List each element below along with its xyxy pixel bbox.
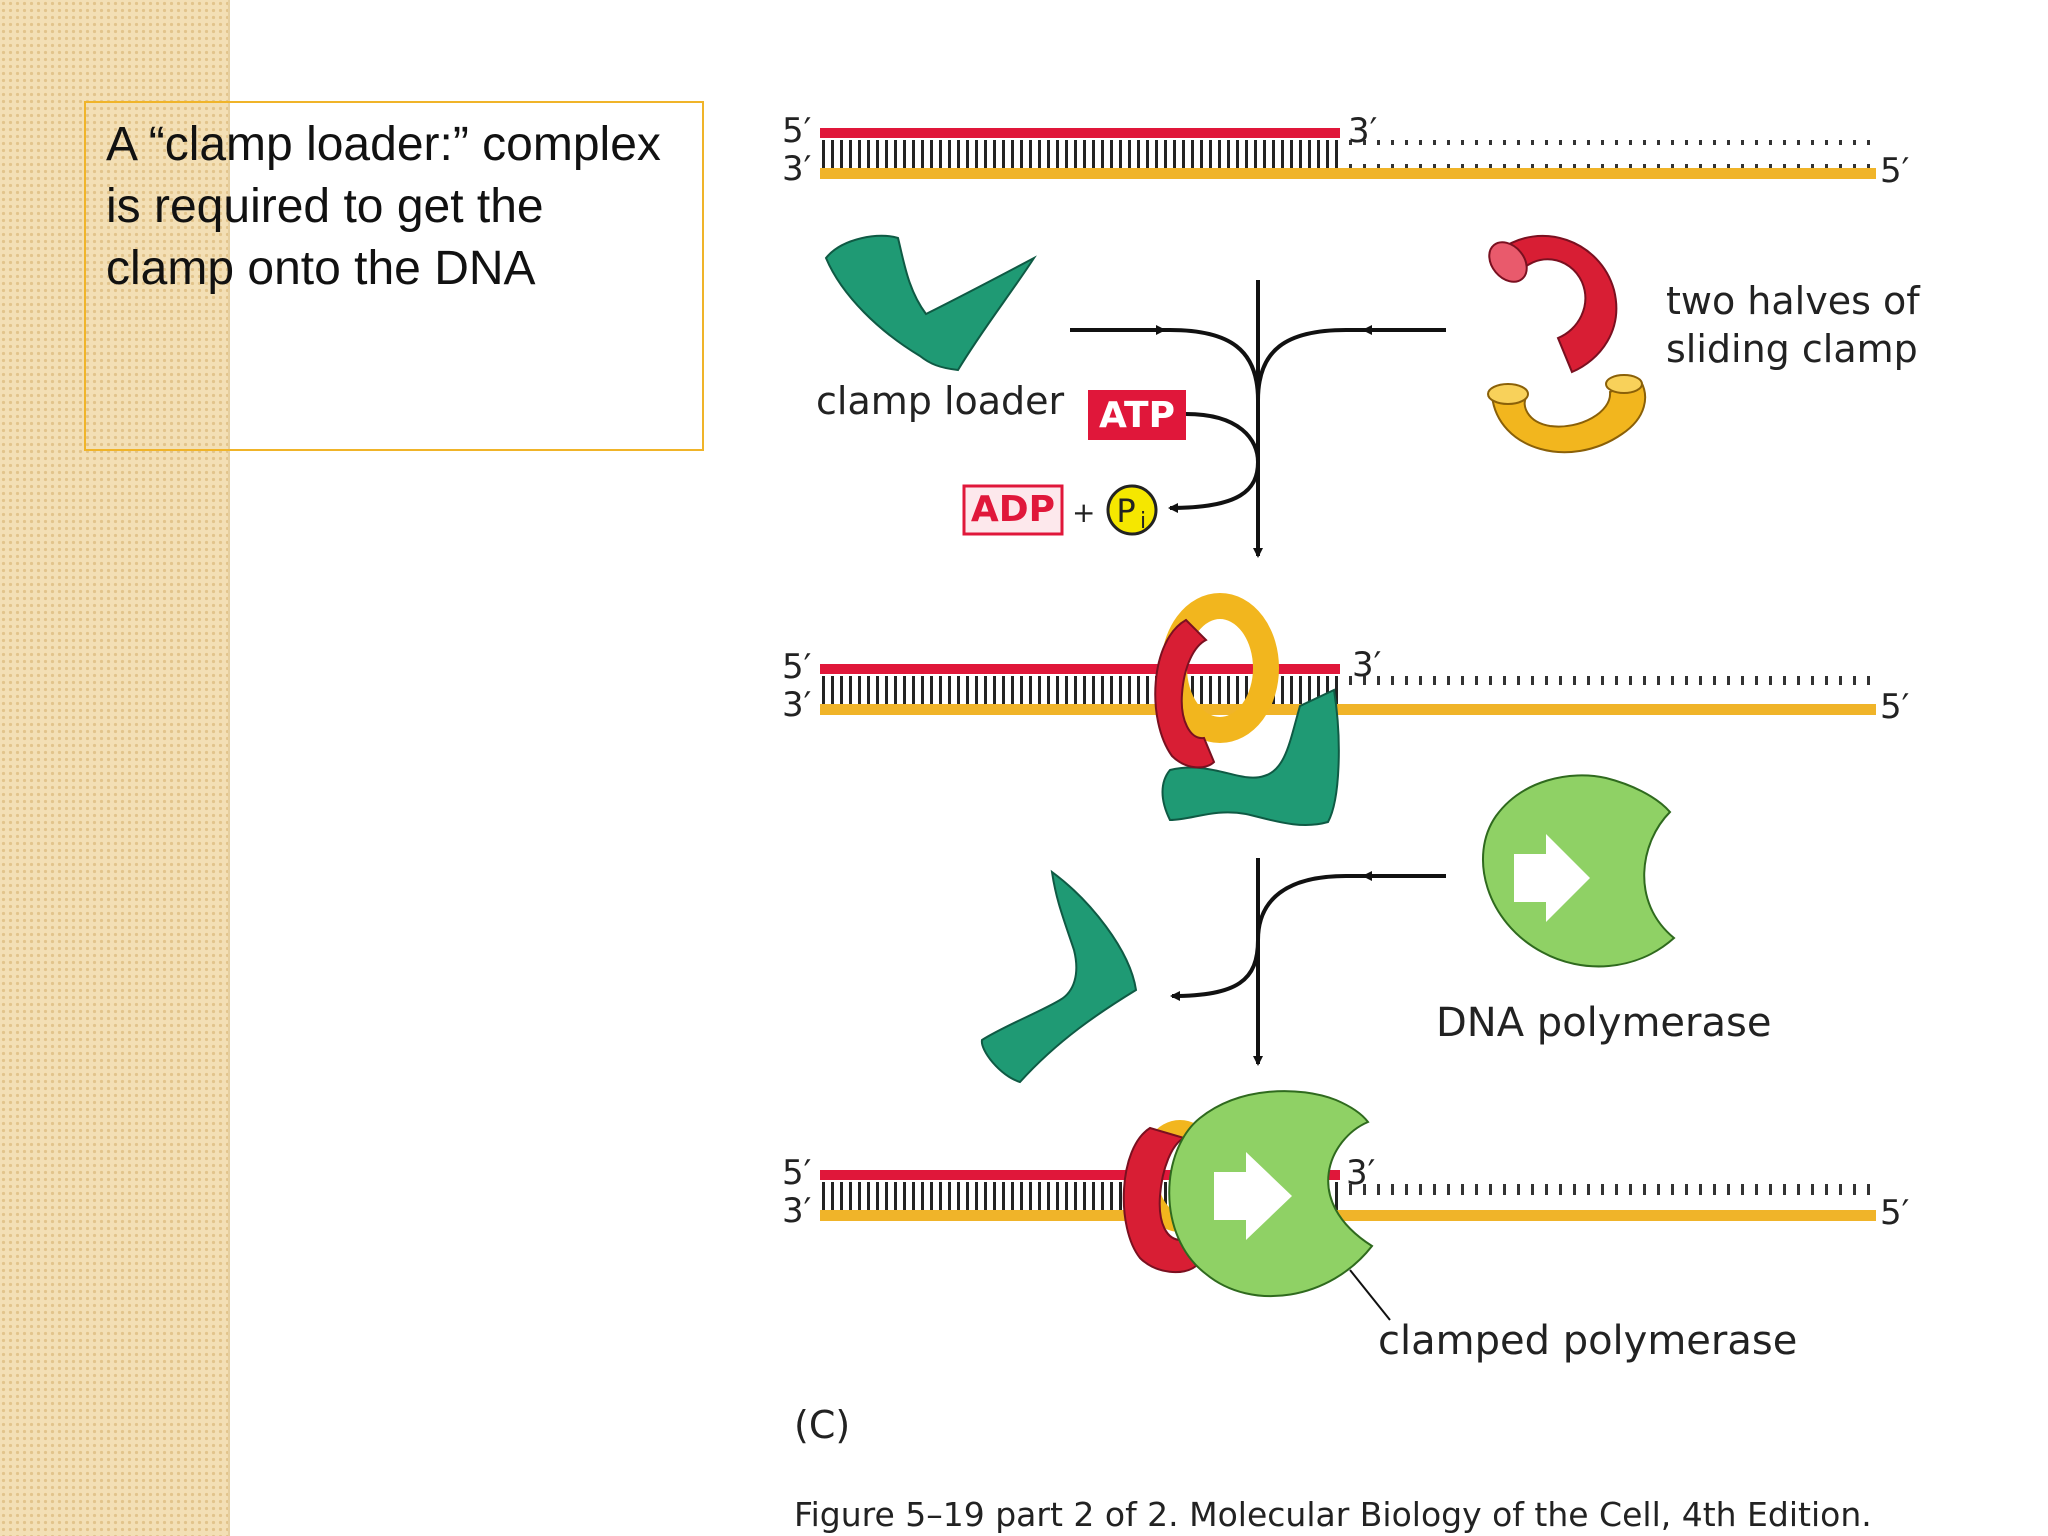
sliding-clamp-halves-icon: [1487, 234, 1647, 454]
callout-text: A “clamp loader:” complex is required to…: [106, 118, 661, 295]
dna-duplex-middle: 5′ 3′ 3′ 5′: [782, 645, 1909, 727]
clamp-loader-icon: [824, 234, 1037, 372]
phosphate-subscript: i: [1140, 509, 1146, 534]
bottom-5-end: 5′: [1880, 1193, 1909, 1233]
sliding-clamp-icon: [1154, 593, 1279, 769]
bottom-5-end: 5′: [1880, 687, 1909, 727]
phosphate-label: P: [1116, 492, 1135, 530]
reaction-arrows-top: [1070, 280, 1446, 558]
clamped-polymerase-label: clamped polymerase: [1378, 1318, 1797, 1364]
decorative-side-strip: [0, 0, 228, 1536]
primer-strand: [820, 128, 1340, 138]
base-pair-rungs: [822, 140, 1338, 168]
top-5-end: 5′: [782, 647, 811, 687]
top-3-end: 3′: [1348, 111, 1377, 151]
dna-duplex-top: 5′ 3′ 3′ 5′: [782, 111, 1909, 191]
atp-badge: [1088, 390, 1186, 440]
figure-caption: Figure 5–19 part 2 of 2. Molecular Biolo…: [794, 1495, 1872, 1534]
unpaired-bases: [1340, 140, 1876, 170]
dna-polymerase-icon: [1482, 774, 1676, 968]
template-strand: [820, 1210, 1876, 1221]
template-strand: [820, 704, 1876, 715]
bottom-3-end: 3′: [782, 1191, 811, 1231]
bottom-3-end: 3′: [782, 149, 811, 189]
primer-strand: [820, 664, 1340, 674]
dna-duplex-bottom: 5′ 3′ 3′ 5′: [782, 1153, 1909, 1233]
adp-label: ADP: [971, 489, 1055, 530]
clamp-loader-label: clamp loader: [816, 379, 1065, 423]
unpaired-bases: [1340, 676, 1876, 706]
released-clamp-loader-icon: [980, 869, 1138, 1084]
callout-box: [84, 101, 704, 451]
top-3-end: 3′: [1346, 1153, 1375, 1193]
sliding-clamp-label-line1: two halves of: [1666, 279, 1921, 323]
bottom-5-end: 5′: [1880, 151, 1909, 191]
side-strip-edge: [228, 0, 230, 1536]
phosphate-icon: [1106, 484, 1158, 536]
panel-letter: (C): [794, 1403, 850, 1447]
bottom-3-end: 3′: [782, 685, 811, 725]
label-leader-line: [1349, 1269, 1391, 1321]
clamp-loader-icon: [1161, 688, 1340, 826]
primer-strand: [820, 1170, 1340, 1180]
reaction-arrows-bottom: [1170, 858, 1446, 1066]
plus-sign: +: [1072, 496, 1095, 529]
top-5-end: 5′: [782, 1153, 811, 1193]
top-3-end: 3′: [1352, 645, 1381, 685]
dna-polymerase-label: DNA polymerase: [1436, 1000, 1771, 1046]
atp-label: ATP: [1099, 395, 1175, 436]
top-5-end: 5′: [782, 111, 811, 151]
template-strand: [820, 168, 1876, 179]
adp-badge: [962, 484, 1064, 536]
clamped-polymerase-icon: [1122, 1090, 1374, 1298]
sliding-clamp-label-line2: sliding clamp: [1666, 327, 1918, 371]
unpaired-bases: [1340, 1182, 1876, 1212]
